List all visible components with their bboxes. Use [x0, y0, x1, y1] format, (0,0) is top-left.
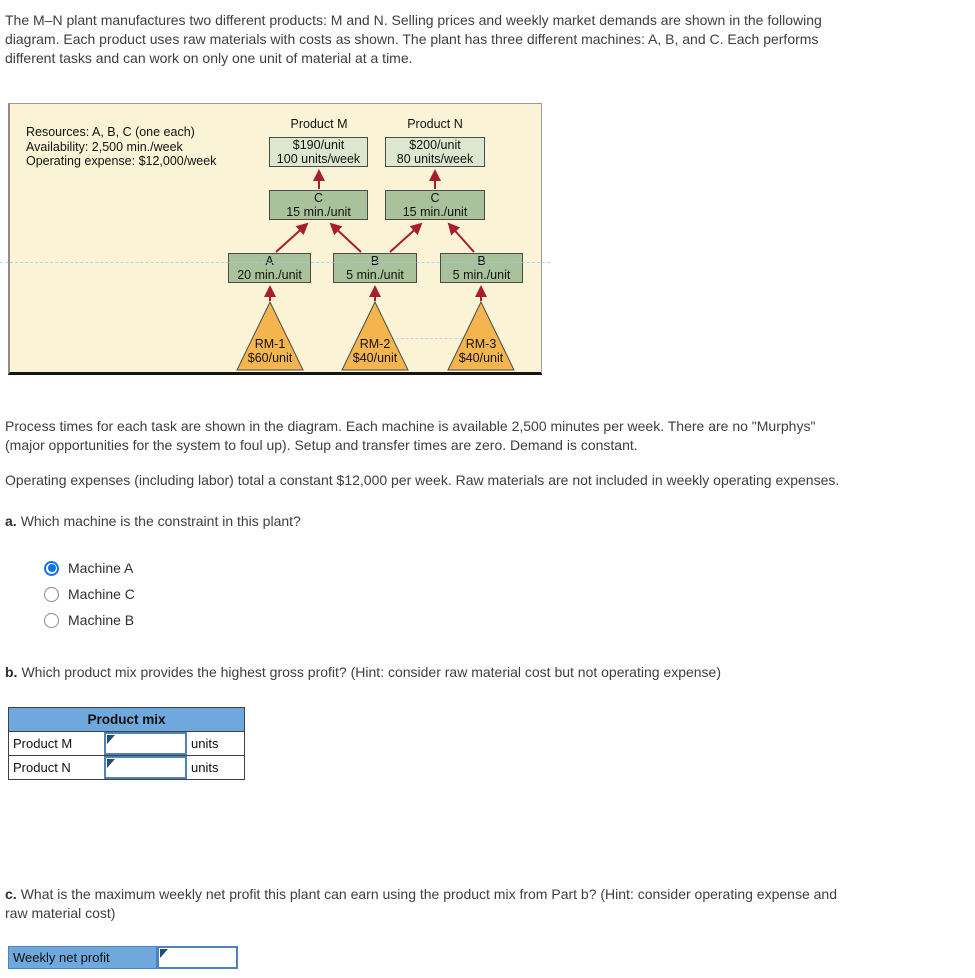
answer-marker-icon: [160, 949, 168, 958]
machine-a-box: A 20 min./unit: [228, 253, 311, 283]
process-line: Process times for each task are shown in…: [5, 418, 816, 434]
intro-line: different tasks and can work on only one…: [5, 50, 413, 66]
product-m-demand: 100 units/week: [276, 152, 361, 166]
table-row-product-m: Product M units: [9, 732, 244, 755]
machine-b-middle-box: B 5 min./unit: [333, 253, 417, 283]
rm-cost: $40/unit: [352, 351, 398, 365]
answer-marker-icon: [107, 735, 115, 744]
intro-paragraph: The M–N plant manufactures two different…: [5, 11, 963, 68]
product-n-box: $200/unit 80 units/week: [385, 137, 485, 167]
availability-line: Availability: 2,500 min./week: [26, 139, 183, 154]
product-n-units-input[interactable]: [106, 758, 185, 777]
question-b: b.Which product mix provides the highest…: [5, 663, 963, 682]
radio-option-machine-a[interactable]: Machine A: [44, 555, 135, 581]
question-a: a.Which machine is the constraint in thi…: [5, 512, 963, 531]
intro-line: diagram. Each product uses raw materials…: [5, 31, 819, 47]
product-m-units-input[interactable]: [106, 734, 185, 753]
machine-time: 5 min./unit: [346, 268, 404, 282]
table-header: Product mix: [9, 708, 244, 732]
question-c-line: raw material cost): [5, 905, 116, 921]
product-m-price: $190/unit: [292, 138, 345, 152]
product-m-label: Product M: [290, 117, 348, 131]
machine-name: B: [477, 254, 486, 268]
row-units-label: units: [187, 756, 244, 779]
machine-time: 15 min./unit: [402, 205, 468, 219]
arrow-bmid-to-cright: [389, 222, 423, 253]
radio-option-label: Machine C: [68, 586, 135, 602]
rm-name: RM-1: [254, 337, 286, 351]
weekly-net-profit-label: Weekly net profit: [8, 946, 157, 969]
radio-option-machine-b[interactable]: Machine B: [44, 607, 135, 633]
artifact-dash-line: [396, 338, 462, 339]
product-n-units-cell[interactable]: [104, 756, 187, 779]
weekly-net-profit-row: Weekly net profit: [8, 946, 238, 969]
opex-paragraph: Operating expenses (including labor) tot…: [5, 472, 840, 488]
arrow-bright-to-cright: [447, 222, 475, 253]
product-m-units-cell[interactable]: [104, 732, 187, 755]
row-label: Product M: [9, 732, 104, 755]
rm3-triangle: [447, 300, 515, 371]
rm-name: RM-3: [465, 337, 497, 351]
weekly-net-profit-input[interactable]: [159, 948, 236, 967]
product-n-demand: 80 units/week: [396, 152, 474, 166]
machine-c-right-box: C 15 min./unit: [385, 190, 485, 220]
machine-name: B: [370, 254, 380, 268]
artifact-dash-line: [0, 262, 550, 263]
resources-line: Resources: A, B, C (one each): [26, 125, 195, 139]
weekly-net-profit-cell[interactable]: [157, 946, 238, 969]
answer-marker-icon: [107, 759, 115, 768]
rm-name: RM-2: [359, 337, 391, 351]
question-c-text: What is the maximum weekly net profit th…: [20, 886, 837, 902]
radio-icon[interactable]: [44, 612, 59, 628]
process-paragraph: Process times for each task are shown in…: [5, 417, 963, 455]
arrow-bmid-to-cleft: [329, 222, 362, 253]
row-label: Product N: [9, 756, 104, 779]
diagram-arrows-and-triangles: [236, 169, 515, 371]
process-line: (major opportunities for the system to f…: [5, 437, 638, 453]
arrow-a-to-cleft: [275, 222, 309, 253]
machine-time: 20 min./unit: [237, 268, 302, 282]
radio-option-machine-c[interactable]: Machine C: [44, 581, 135, 607]
radio-icon[interactable]: [44, 560, 59, 576]
question-c: c.What is the maximum weekly net profit …: [5, 885, 963, 923]
row-units-label: units: [187, 732, 244, 755]
process-flow-diagram: Resources: A, B, C (one each) Availabili…: [8, 103, 542, 375]
product-m-box: $190/unit 100 units/week: [269, 137, 368, 167]
machine-name: A: [265, 254, 274, 268]
operating-expense-line: Operating expense: $12,000/week: [26, 154, 217, 168]
machine-name: C: [313, 191, 324, 205]
question-b-prefix: b.: [5, 664, 18, 680]
rm3-label: RM-3 $40/unit: [446, 337, 516, 365]
resources-info: Resources: A, B, C (one each) Availabili…: [26, 125, 216, 169]
intro-line: The M–N plant manufactures two different…: [5, 12, 822, 28]
radio-option-label: Machine A: [68, 560, 134, 576]
rm2-triangle: [341, 300, 409, 371]
machine-name: C: [430, 191, 440, 205]
question-c-prefix: c.: [5, 886, 17, 902]
rm2-label: RM-2 $40/unit: [340, 337, 410, 365]
radio-icon[interactable]: [44, 586, 59, 602]
question-b-text: Which product mix provides the highest g…: [21, 664, 722, 680]
machine-b-right-box: B 5 min./unit: [440, 253, 523, 283]
machine-time: 15 min./unit: [286, 205, 351, 219]
question-c-line: c.What is the maximum weekly net profit …: [5, 885, 963, 904]
table-row-product-n: Product N units: [9, 755, 244, 779]
machine-time: 5 min./unit: [452, 268, 511, 282]
question-a-text: Which machine is the constraint in this …: [20, 513, 301, 529]
rm-cost: $60/unit: [247, 351, 293, 365]
question-a-prefix: a.: [5, 513, 17, 529]
product-mix-table: Product mix Product M units Product N un…: [8, 707, 245, 780]
rm1-triangle: [236, 300, 304, 371]
question-a-options: Machine A Machine C Machine B: [44, 555, 135, 633]
rm1-label: RM-1 $60/unit: [235, 337, 305, 365]
product-n-label: Product N: [407, 117, 463, 131]
machine-c-left-box: C 15 min./unit: [269, 190, 368, 220]
rm-cost: $40/unit: [458, 351, 504, 365]
product-n-price: $200/unit: [409, 138, 461, 152]
radio-option-label: Machine B: [68, 612, 135, 628]
